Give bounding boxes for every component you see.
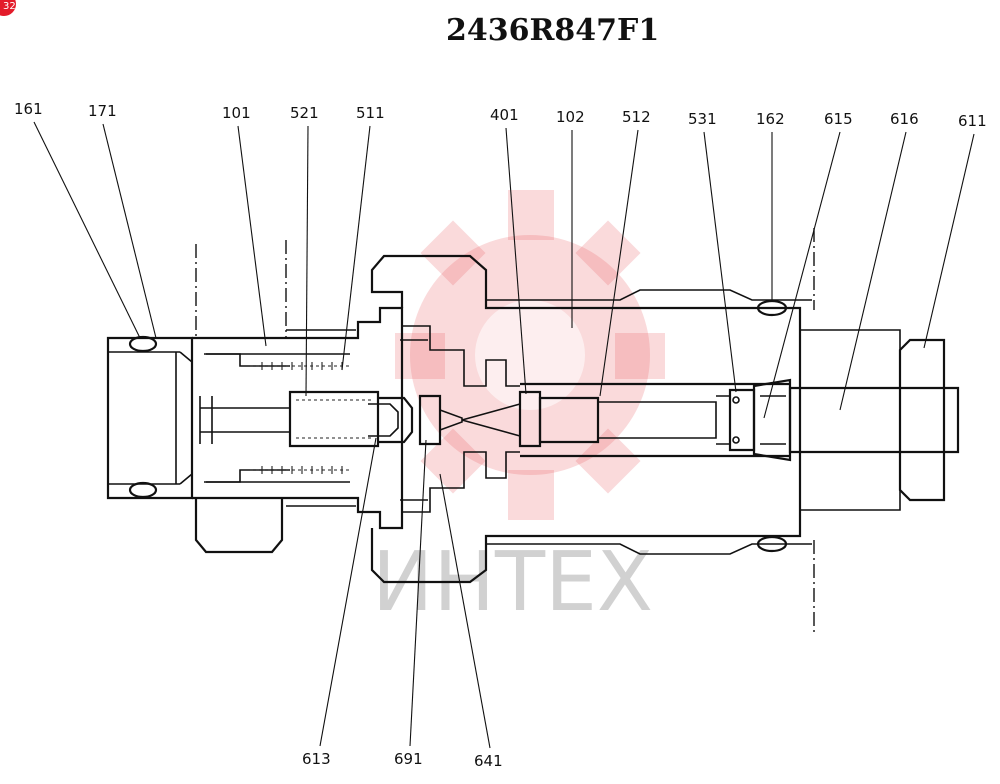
part-label-401: 401 (490, 106, 527, 395)
part-label-101: 101 (222, 104, 267, 347)
svg-text:641: 641 (474, 752, 503, 770)
svg-text:691: 691 (394, 750, 423, 768)
svg-text:613: 613 (302, 750, 331, 768)
svg-text:615: 615 (824, 110, 853, 128)
part-label-521: 521 (290, 104, 319, 397)
svg-text:101: 101 (222, 104, 251, 122)
watermark-gear-icon (395, 190, 665, 520)
svg-text:161: 161 (14, 100, 43, 118)
svg-text:511: 511 (356, 104, 385, 122)
part-label-161: 161 (14, 100, 141, 339)
part-label-102: 102 (556, 108, 585, 328)
part-label-531: 531 (688, 110, 737, 393)
svg-text:171: 171 (88, 102, 117, 120)
svg-text:616: 616 (890, 110, 919, 128)
svg-text:512: 512 (622, 108, 651, 126)
valve-body (106, 228, 960, 632)
svg-text:611: 611 (958, 112, 987, 130)
svg-text:531: 531 (688, 110, 717, 128)
part-label-162: 162 (756, 110, 785, 302)
part-label-616: 616 (839, 110, 919, 411)
part-label-511: 511 (341, 104, 385, 371)
badge-text: 32 (3, 1, 16, 12)
part-label-613: 613 (302, 437, 377, 768)
part-label-611: 611 (923, 112, 987, 349)
part-label-691: 691 (394, 439, 427, 768)
drawing-title: 2436R847F1 (446, 13, 659, 48)
svg-text:521: 521 (290, 104, 319, 122)
part-label-512: 512 (599, 108, 651, 397)
corner-badge: 32 (0, 0, 16, 16)
badge-circle (0, 0, 16, 16)
part-label-615: 615 (763, 110, 853, 419)
part-label-641: 641 (439, 473, 503, 770)
svg-text:401: 401 (490, 106, 519, 124)
svg-text:102: 102 (556, 108, 585, 126)
part-label-171: 171 (88, 102, 157, 339)
svg-text:162: 162 (756, 110, 785, 128)
